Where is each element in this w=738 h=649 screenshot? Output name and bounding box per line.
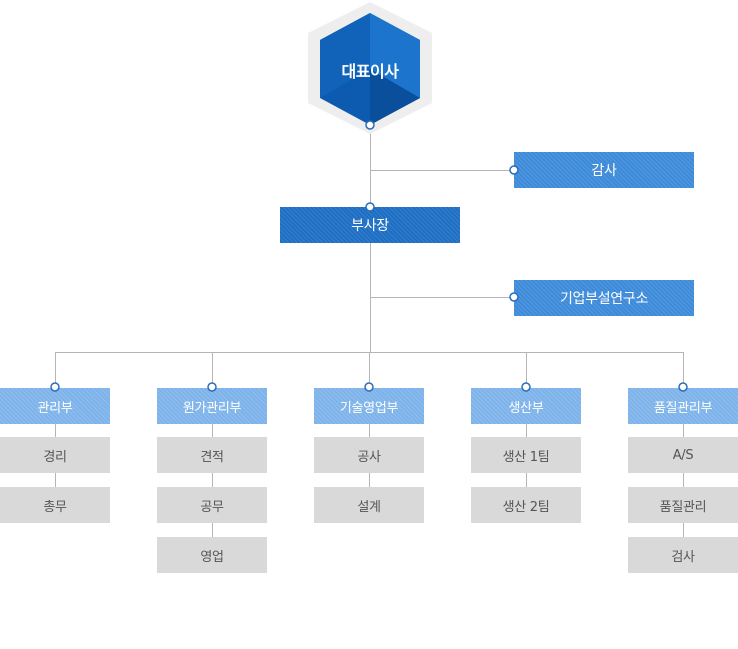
team-node: 공무 [157, 487, 267, 523]
team-node: 공사 [314, 437, 424, 473]
team-node: 총무 [0, 487, 110, 523]
team-node: 견적 [157, 437, 267, 473]
department-node: 품질관리부 [628, 388, 738, 424]
team-node: 경리 [0, 437, 110, 473]
department-node: 원가관리부 [157, 388, 267, 424]
ceo-node-label: 대표이사 [341, 62, 399, 81]
team-node: 영업 [157, 537, 267, 573]
ceo-hexagon [308, 2, 432, 134]
vice-president-node: 부사장 [280, 207, 460, 243]
team-node: 생산 1팀 [471, 437, 581, 473]
department-node: 생산부 [471, 388, 581, 424]
research-lab-node: 기업부설연구소 [514, 280, 694, 316]
team-node: 설계 [314, 487, 424, 523]
department-node: 기술영업부 [314, 388, 424, 424]
team-node: 검사 [628, 537, 738, 573]
department-node: 관리부 [0, 388, 110, 424]
audit-node: 감사 [514, 152, 694, 188]
team-node: A/S [628, 437, 738, 473]
team-node: 품질관리 [628, 487, 738, 523]
team-node: 생산 2팀 [471, 487, 581, 523]
